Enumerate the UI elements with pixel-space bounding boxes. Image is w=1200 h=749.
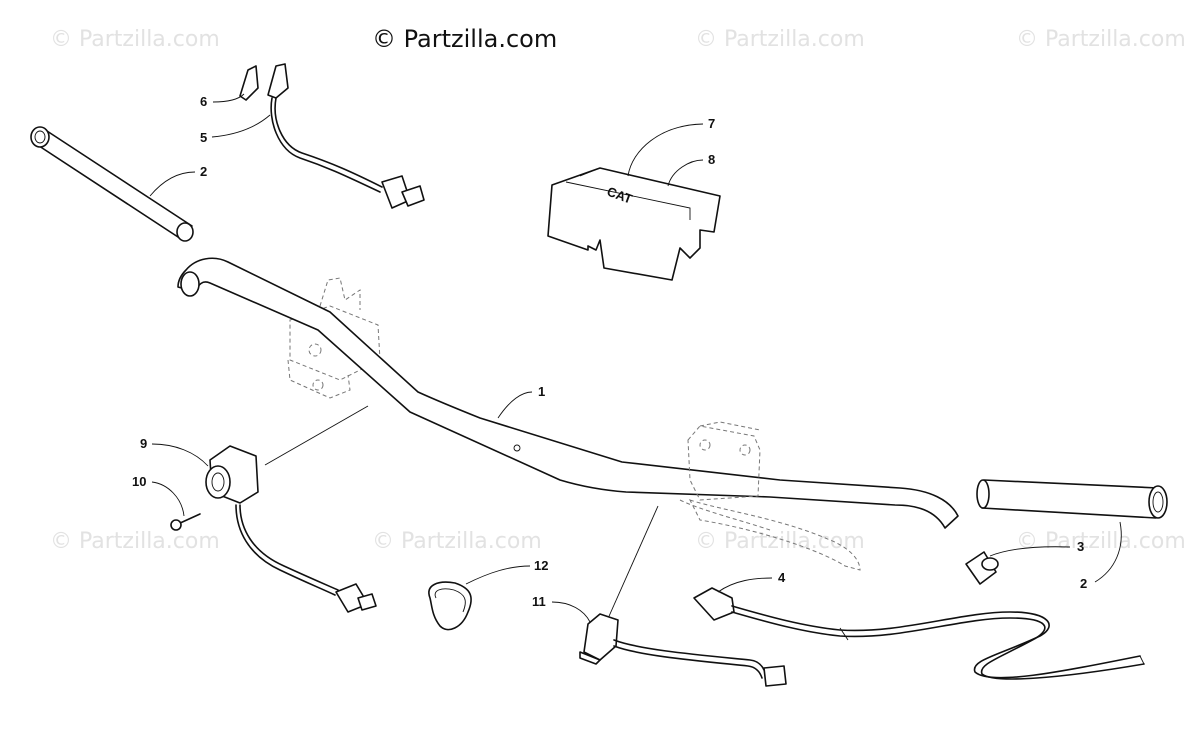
grip-left[interactable] xyxy=(30,126,194,242)
watermark-top-right: © Partzilla.com xyxy=(1016,27,1186,52)
callout-10[interactable]: 10 xyxy=(132,474,146,489)
leader-2a xyxy=(149,171,196,197)
leader-8 xyxy=(667,159,704,187)
assembly-leader-11 xyxy=(605,505,659,624)
watermark-mid-center: © Partzilla.com xyxy=(695,529,865,554)
leader-1 xyxy=(497,391,533,419)
handlebar-pad[interactable]: CAT xyxy=(547,167,721,281)
watermark-mid-center-left: © Partzilla.com xyxy=(372,529,542,554)
watermark-top-left: © Partzilla.com xyxy=(50,27,220,52)
leader-11 xyxy=(551,601,591,623)
callout-2-left[interactable]: 2 xyxy=(200,164,207,179)
callout-2-right[interactable]: 2 xyxy=(1080,576,1087,591)
leader-6 xyxy=(212,93,245,103)
leader-12 xyxy=(465,565,531,585)
heater-element-cap[interactable] xyxy=(239,65,259,101)
callout-4[interactable]: 4 xyxy=(778,570,786,585)
leader-4 xyxy=(717,577,773,593)
callout-12[interactable]: 12 xyxy=(534,558,548,573)
callout-11[interactable]: 11 xyxy=(532,594,546,609)
callout-6[interactable]: 6 xyxy=(200,94,207,109)
leader-3 xyxy=(989,546,1071,557)
callout-1[interactable]: 1 xyxy=(538,384,545,399)
callout-9[interactable]: 9 xyxy=(140,436,147,451)
leader-10 xyxy=(151,481,185,517)
end-plug[interactable] xyxy=(965,551,999,585)
wiring-harness[interactable] xyxy=(693,587,1145,680)
watermark-mid-right: © Partzilla.com xyxy=(1016,529,1186,554)
callout-8[interactable]: 8 xyxy=(708,152,715,167)
screw[interactable] xyxy=(170,513,201,531)
leader-5 xyxy=(211,114,271,138)
hand-switch[interactable] xyxy=(579,613,787,687)
callout-3[interactable]: 3 xyxy=(1077,539,1084,554)
grip-right[interactable] xyxy=(976,479,1168,519)
callout-5[interactable]: 5 xyxy=(200,130,207,145)
heater-wire[interactable] xyxy=(267,63,425,209)
watermark-mid-left: © Partzilla.com xyxy=(50,529,220,554)
brake-assembly-ghost xyxy=(679,421,861,571)
leader-7 xyxy=(627,123,704,177)
handlebar[interactable] xyxy=(177,257,959,529)
throttle-switch[interactable] xyxy=(205,445,377,613)
leader-9 xyxy=(151,443,209,467)
assembly-leader-9 xyxy=(264,405,369,466)
clamp-band[interactable] xyxy=(428,581,472,631)
leader-2b xyxy=(1094,521,1122,583)
watermark-top-center: © Partzilla.com xyxy=(695,27,865,52)
callout-7[interactable]: 7 xyxy=(708,116,715,131)
watermark-main: © Partzilla.com xyxy=(372,25,557,53)
